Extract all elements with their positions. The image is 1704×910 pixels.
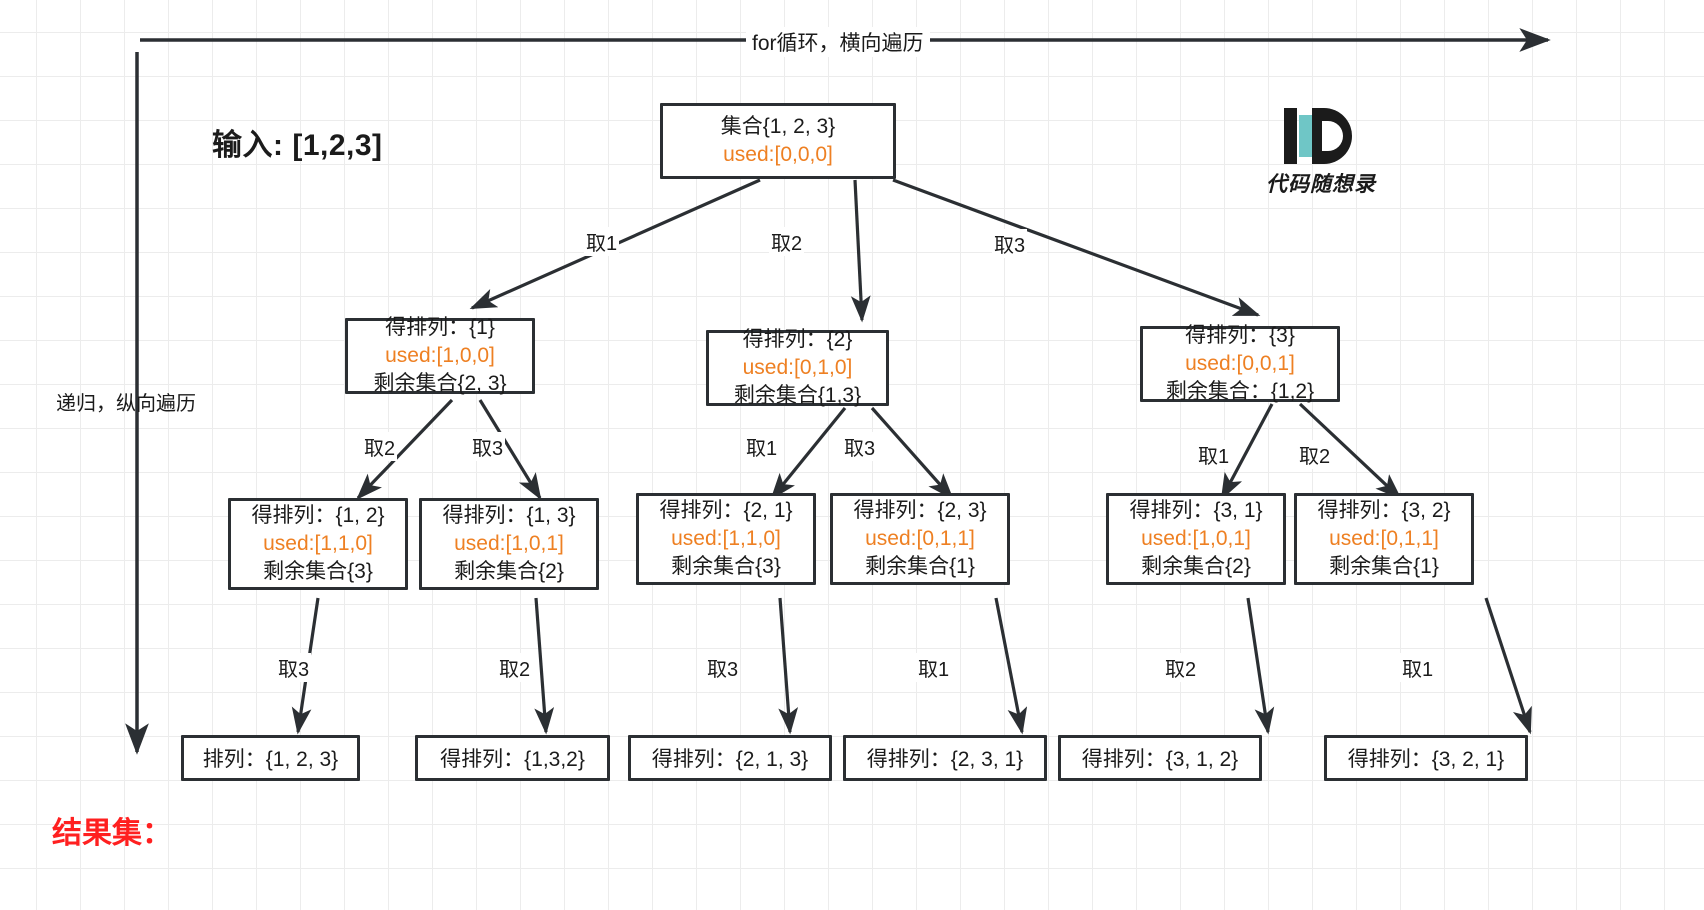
edge-root-to-n3: [892, 178, 1261, 317]
node-line-used: used:[1,0,1]: [454, 532, 564, 556]
for-loop-caption: for循环，横向遍历: [746, 27, 930, 57]
edge-m4-to-r4: [994, 597, 1028, 735]
edge-label-l2-5: 取1: [1196, 440, 1232, 469]
edge-label-l3-6: 取1: [1400, 653, 1436, 682]
node-line-used: used:[1,1,0]: [671, 527, 781, 551]
node-line-perm: 得排列：{1}: [385, 316, 495, 340]
edge-label-l3-4: 取1: [916, 653, 952, 682]
edge-label-l3-1: 取3: [276, 653, 312, 682]
edge-m3-to-r3: [778, 597, 799, 735]
tree-node-l3-1[interactable]: 得排列：{1, 2} used:[1,1,0] 剩余集合{3}: [228, 498, 408, 590]
edge-label-l2-2: 取3: [470, 432, 506, 461]
node-line-remain: 剩余集合{2}: [454, 559, 564, 583]
input-caption: 输入: [1,2,3]: [212, 129, 383, 162]
tree-node-l2-3[interactable]: 得排列：{3} used:[0,0,1] 剩余集合：{1,2}: [1140, 324, 1340, 403]
node-line-remain: 剩余集合{2, 3}: [373, 371, 507, 395]
tree-node-l3-4[interactable]: 得排列：{2, 3} used:[0,1,1] 剩余集合{1}: [830, 493, 1010, 585]
node-line-perm: 得排列：{2, 1}: [659, 499, 793, 523]
node-line-perm: 得排列：{1, 2}: [251, 504, 385, 528]
edge-label-l3-3: 取3: [705, 653, 741, 682]
node-line-used: used:[0,1,1]: [865, 527, 975, 551]
node-line-perm: 得排列：{2, 3}: [853, 499, 987, 523]
edge-label-l2-1: 取2: [362, 432, 398, 461]
edge-n2-to-m3: [770, 406, 847, 500]
node-line-remain: 剩余集合{1}: [865, 554, 975, 578]
tree-node-l2-1[interactable]: 得排列：{1} used:[1,0,0] 剩余集合{2, 3}: [345, 316, 535, 395]
result-label: 得排列：{3, 1, 2}: [1081, 748, 1239, 771]
node-line-remain: 剩余集合：{1,2}: [1165, 379, 1315, 403]
edge-label-root-3: 取3: [992, 229, 1028, 258]
node-line-perm: 得排列：{1, 3}: [442, 504, 576, 528]
result-node-2[interactable]: 得排列：{1,3,2}: [415, 735, 610, 781]
result-node-3[interactable]: 得排列：{2, 1, 3}: [628, 735, 832, 781]
node-line-used: used:[0,1,1]: [1329, 527, 1439, 551]
tree-node-l3-6[interactable]: 得排列：{3, 2} used:[0,1,1] 剩余集合{1}: [1294, 493, 1474, 585]
result-node-6[interactable]: 得排列：{3, 2, 1}: [1324, 735, 1528, 781]
node-line-used: used:[0,0,1]: [1185, 352, 1295, 376]
node-line-remain: 剩余集合{1}: [1329, 554, 1439, 578]
edge-m2-to-r2: [534, 597, 555, 735]
node-line-used: used:[1,0,0]: [385, 344, 495, 368]
edge-m5-to-r5: [1246, 597, 1275, 735]
node-line-perm: 得排列：{3, 2}: [1317, 499, 1451, 523]
node-line-remain: 剩余集合{3}: [671, 554, 781, 578]
result-label: 得排列：{2, 3, 1}: [866, 748, 1024, 771]
result-label: 得排列：{2, 1, 3}: [651, 748, 809, 771]
edge-label-l3-5: 取2: [1163, 653, 1199, 682]
site-logo: 代码随想录: [1256, 108, 1386, 196]
edge-n2-to-m4: [870, 406, 954, 500]
logo-mark-icon: [1278, 108, 1364, 164]
result-label: 得排列：{1,3,2}: [440, 748, 585, 771]
edge-m6-to-r6: [1484, 597, 1532, 735]
result-node-5[interactable]: 得排列：{3, 1, 2}: [1058, 735, 1262, 781]
tree-node-l2-2[interactable]: 得排列：{2} used:[0,1,0] 剩余集合{1,3}: [706, 328, 889, 407]
edge-label-l3-2: 取2: [497, 653, 533, 682]
node-line-used: used:[1,0,1]: [1141, 527, 1251, 551]
node-line-remain: 剩余集合{3}: [263, 559, 373, 583]
result-node-1[interactable]: 排列：{1, 2, 3}: [181, 735, 360, 781]
recursion-caption: 递归，纵向遍历: [56, 393, 196, 415]
edge-root-to-n2: [850, 179, 871, 323]
tree-node-l3-3[interactable]: 得排列：{2, 1} used:[1,1,0] 剩余集合{3}: [636, 493, 816, 585]
node-line-perm: 得排列：{3, 1}: [1129, 499, 1263, 523]
node-line-perm: 得排列：{3}: [1185, 324, 1295, 348]
node-line-used: used:[1,1,0]: [263, 532, 373, 556]
edge-label-l2-6: 取2: [1297, 440, 1333, 469]
tree-node-l3-5[interactable]: 得排列：{3, 1} used:[1,0,1] 剩余集合{2}: [1106, 493, 1286, 585]
node-line-perm: 得排列：{2}: [742, 328, 853, 352]
result-label: 排列：{1, 2, 3}: [202, 748, 339, 771]
node-line-set: 集合{1, 2, 3}: [720, 115, 836, 139]
tree-node-root[interactable]: 集合{1, 2, 3} used:[0,0,0]: [660, 103, 896, 179]
edge-label-l2-3: 取1: [744, 432, 780, 461]
result-set-caption: 结果集：: [52, 817, 172, 850]
result-node-4[interactable]: 得排列：{2, 3, 1}: [843, 735, 1047, 781]
logo-text: 代码随想录: [1266, 171, 1376, 196]
edge-label-root-2: 取2: [769, 227, 805, 256]
edge-label-l2-4: 取3: [842, 432, 878, 461]
node-line-remain: 剩余集合{2}: [1141, 554, 1251, 578]
edge-label-root-1: 取1: [584, 227, 620, 256]
tree-node-l3-2[interactable]: 得排列：{1, 3} used:[1,0,1] 剩余集合{2}: [419, 498, 599, 590]
node-line-remain: 剩余集合{1,3}: [733, 383, 862, 407]
node-line-used: used:[0,1,0]: [742, 356, 853, 380]
node-line-used: used:[0,0,0]: [723, 143, 833, 166]
result-label: 得排列：{3, 2, 1}: [1347, 748, 1505, 771]
